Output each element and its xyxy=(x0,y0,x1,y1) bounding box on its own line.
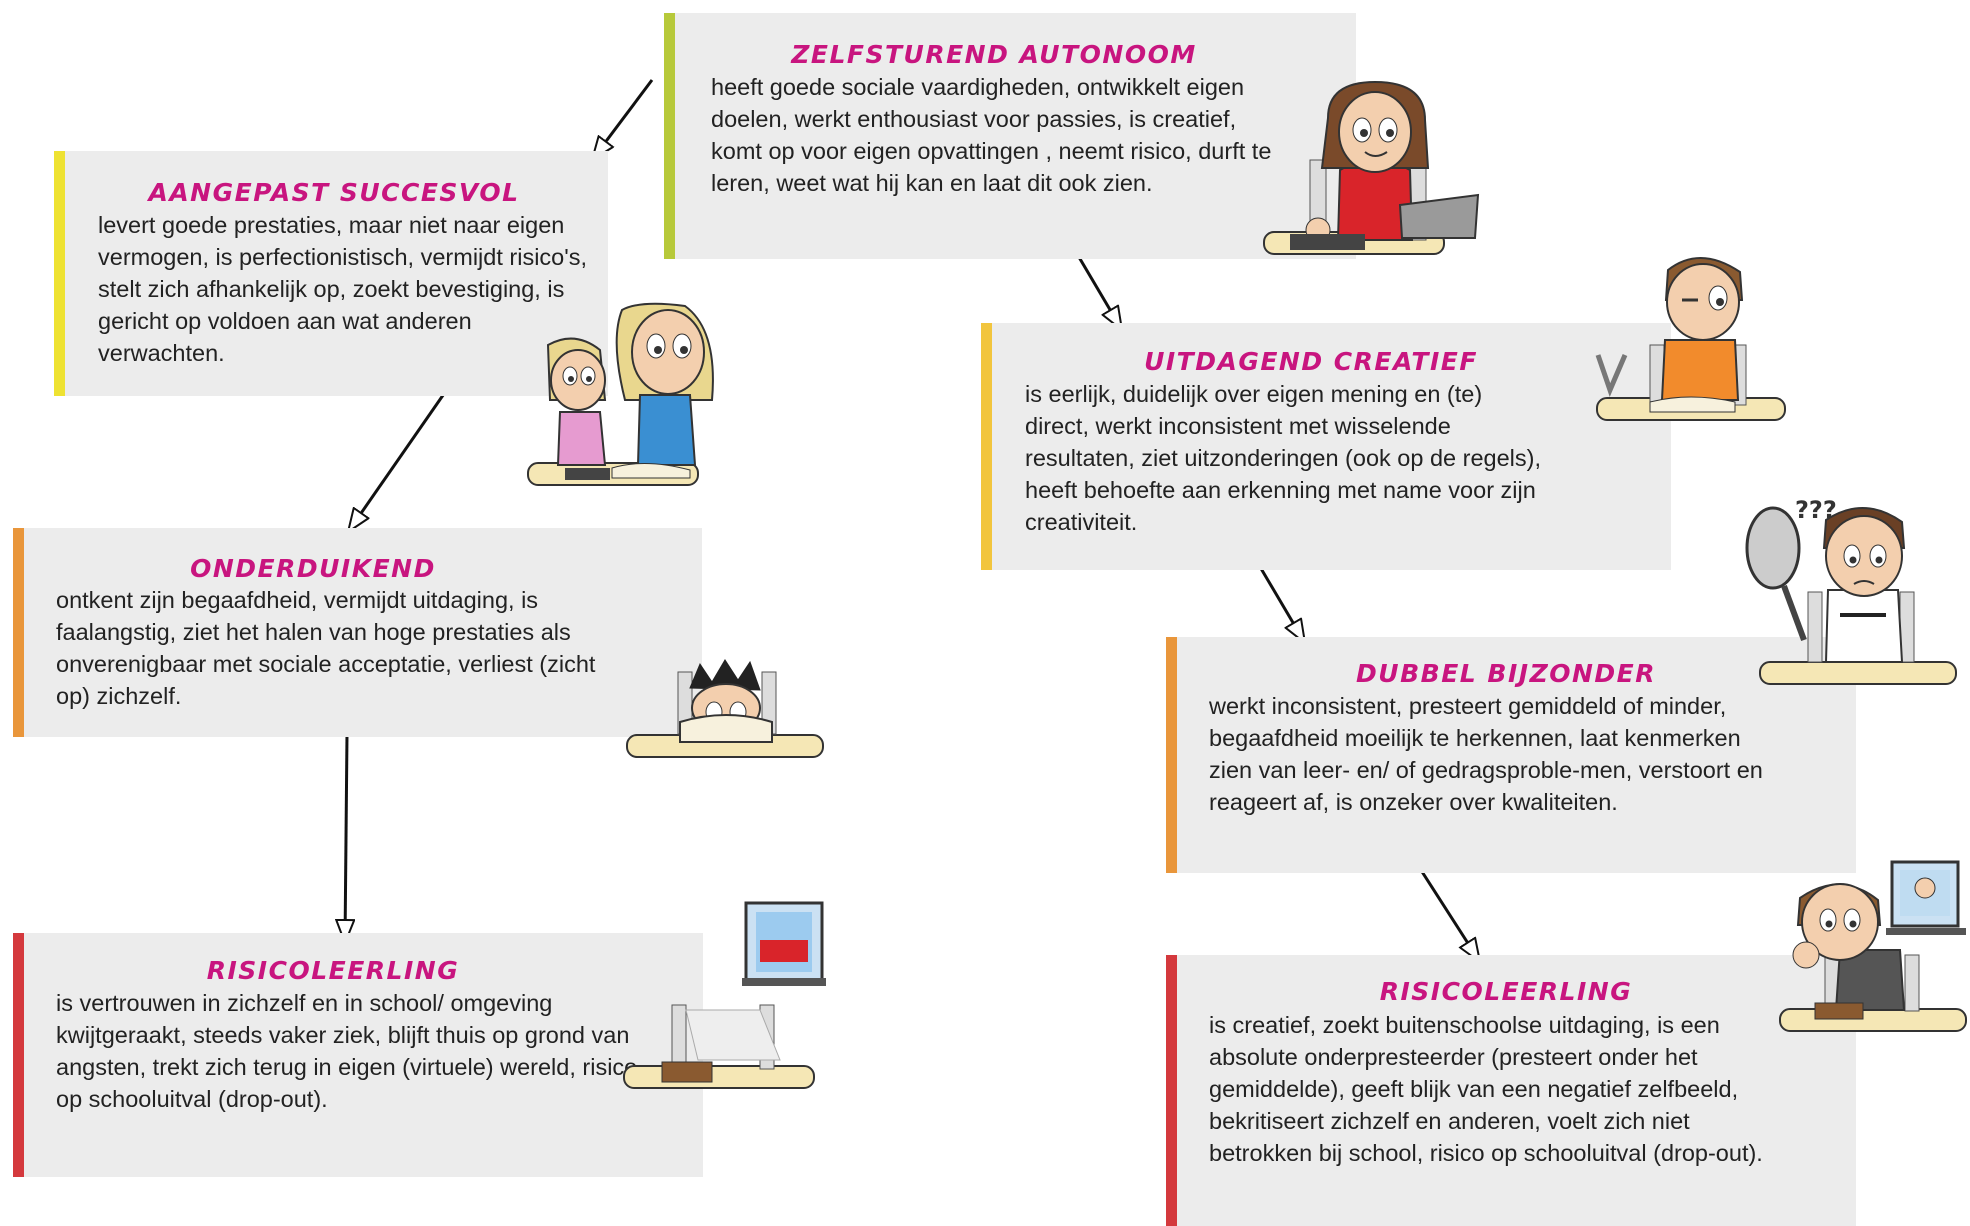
box-description: is creatief, zoekt buitenschoolse uitdag… xyxy=(1209,1012,1763,1166)
box-description: ontkent zijn begaafdheid, vermijdt uitda… xyxy=(56,587,596,709)
box-description: levert goede prestaties, maar niet naar … xyxy=(98,212,588,366)
two-girls-with-book-icon xyxy=(527,302,714,486)
arrow-uitdagend-to-dubbel xyxy=(1254,559,1305,643)
arrow-zelfsturend-to-aangepast xyxy=(592,79,654,160)
accent-bar xyxy=(13,528,24,737)
accent-bar xyxy=(13,933,24,1177)
boy-with-screen-icon xyxy=(1779,860,1967,1032)
accent-bar xyxy=(981,323,992,570)
boy-with-mirror-icon: ??? xyxy=(1745,496,1957,685)
arrow-dubbel-to-risico xyxy=(1417,866,1480,962)
box-risicoleerling-left: RISICOLEERLING is vertrouwen in zichzelf… xyxy=(13,933,703,1177)
box-description: is eerlijk, duidelijk over eigen mening … xyxy=(1025,381,1542,535)
box-risicoleerling-right: RISICOLEERLING is creatief, zoekt buiten… xyxy=(1166,955,1856,1226)
box-onderduikend: ONDERDUIKEND ontkent zijn begaafdheid, v… xyxy=(13,528,702,737)
accent-bar xyxy=(1166,955,1177,1226)
boy-hiding-behind-book-icon xyxy=(626,659,824,758)
box-title: RISICOLEERLING xyxy=(206,956,460,985)
box-description: is vertrouwen in zichzelf en in school/ … xyxy=(56,990,638,1112)
box-zelfsturend-autonoom: ZELFSTUREND AUTONOOM heeft goede sociale… xyxy=(664,13,1356,259)
box-aangepast-succesvol: AANGEPAST SUCCESVOL levert goede prestat… xyxy=(54,151,608,396)
arrow-zelfsturend-to-uitdagend xyxy=(1071,246,1122,330)
box-title: ZELFSTUREND AUTONOOM xyxy=(791,40,1197,69)
box-title: UITDAGEND CREATIEF xyxy=(1144,347,1478,376)
arrow-aangepast-to-onderduikend xyxy=(348,387,450,532)
box-dubbel-bijzonder: DUBBEL BIJZONDER werkt inconsistent, pre… xyxy=(1166,637,1856,873)
box-title: AANGEPAST SUCCESVOL xyxy=(148,178,520,207)
boy-with-slingshot-icon xyxy=(1595,257,1786,421)
box-title: RISICOLEERLING xyxy=(1379,977,1633,1006)
box-description: heeft goede sociale vaardigheden, ontwik… xyxy=(711,74,1272,196)
accent-bar xyxy=(1166,637,1177,873)
box-title: ONDERDUIKEND xyxy=(190,554,436,583)
arrow-onderduikend-to-risico xyxy=(345,733,347,943)
box-title: DUBBEL BIJZONDER xyxy=(1356,659,1656,688)
box-description: werkt inconsistent, presteert gemiddeld … xyxy=(1209,693,1763,815)
accent-bar xyxy=(664,13,675,259)
box-uitdagend-creatief: UITDAGEND CREATIEF is eerlijk, duidelijk… xyxy=(981,323,1671,570)
empty-desk-with-window-icon xyxy=(623,901,826,1089)
accent-bar xyxy=(54,151,65,396)
svg-text:???: ??? xyxy=(1795,496,1837,524)
girl-with-laptop-icon xyxy=(1263,80,1480,255)
